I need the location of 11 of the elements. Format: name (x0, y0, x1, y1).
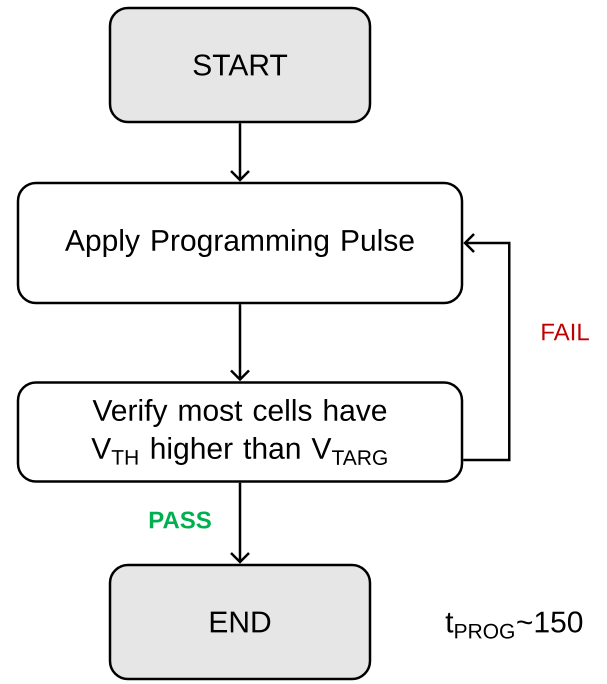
terminal-box: START (108, 6, 372, 124)
arrow (230, 482, 250, 564)
arrow (463, 233, 510, 462)
arrow (230, 123, 250, 182)
edge-label: FAIL (542, 324, 589, 340)
process-box: Apply Programming Pulse (16, 182, 464, 304)
process-box: Verify most cells have V$_{TH}$ higher than V$_{TARG}$ (16, 381, 464, 483)
edge-label: PASS (150, 512, 211, 528)
terminal-box: END (108, 564, 372, 680)
time-note: t$_{PROG}$~150 (446, 611, 582, 639)
arrow (230, 304, 250, 382)
